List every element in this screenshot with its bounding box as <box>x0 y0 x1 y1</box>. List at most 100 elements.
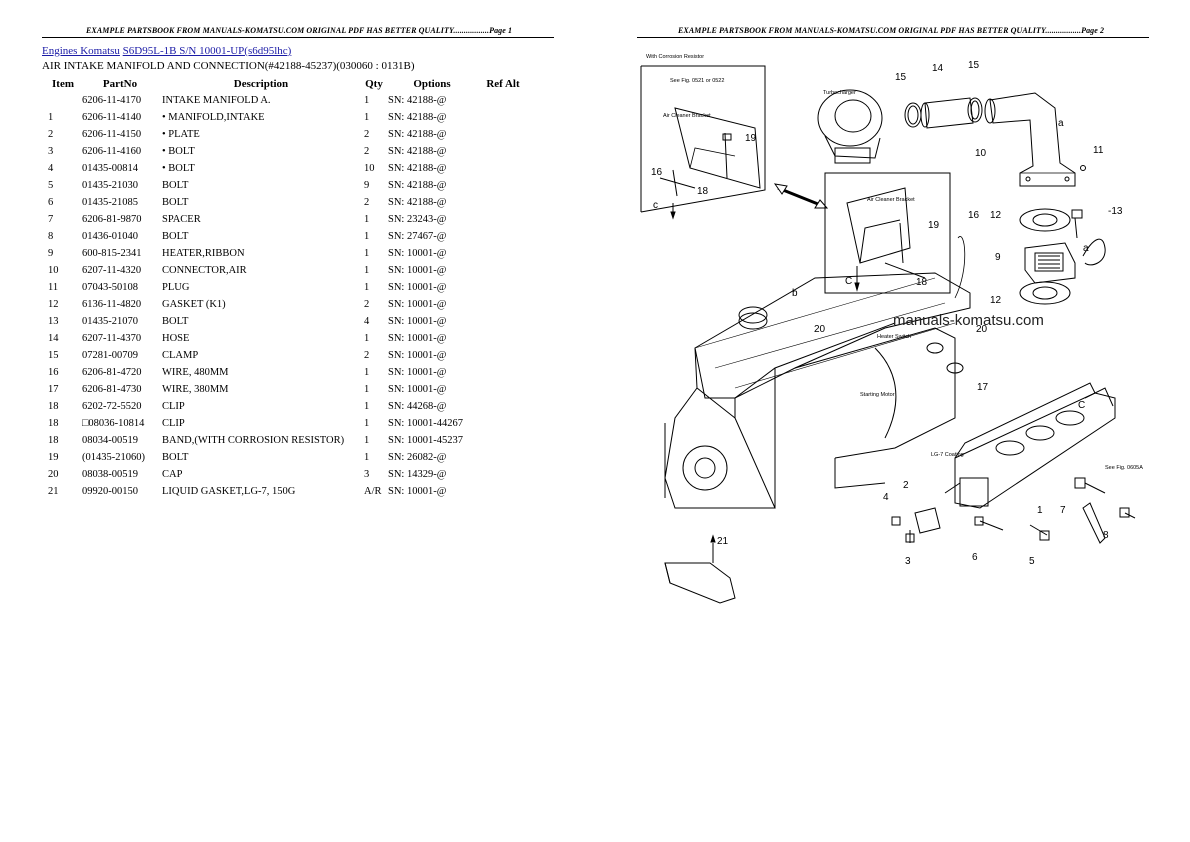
svg-text:C: C <box>845 276 852 287</box>
cell-partno: 6136-11-4820 <box>82 299 142 310</box>
col-qty: Qty <box>365 78 383 90</box>
diagram-annotations: With Corrosion Resistor See Fig. 0521 or… <box>646 54 1143 471</box>
cell-partno: 6206-11-4160 <box>82 146 142 157</box>
svg-text:See Fig. 0521 or 0522: See Fig. 0521 or 0522 <box>670 78 724 84</box>
cell-options: SN: 44268-@ <box>388 401 447 412</box>
cell-item: 4 <box>48 163 54 174</box>
cell-options: SN: 14329-@ <box>388 469 447 480</box>
cell-description: CLAMP <box>162 350 199 361</box>
cell-partno: 600-815-2341 <box>82 248 142 259</box>
cell-item: 1 <box>48 112 54 123</box>
svg-text:1: 1 <box>1037 505 1043 516</box>
cell-item: 7 <box>48 214 54 225</box>
cell-item: 2 <box>48 129 54 140</box>
breadcrumb-link-engines[interactable]: Engines Komatsu <box>42 45 120 57</box>
svg-text:20: 20 <box>976 324 988 335</box>
cell-ref-alt <box>478 466 528 483</box>
svg-text:15: 15 <box>895 72 907 83</box>
cell-ref-alt <box>478 245 528 262</box>
parts-page-2: EXAMPLE PARTSBOOK FROM MANUALS-KOMATSU.C… <box>595 0 1190 842</box>
cell-item <box>42 92 80 109</box>
watermark-text: manuals-komatsu.com <box>893 312 1044 329</box>
cell-description: WIRE, 480MM <box>162 367 229 378</box>
table-header-row: Item PartNo Description Qty Options Ref … <box>42 76 528 92</box>
cell-ref-alt <box>478 160 528 177</box>
cell-item: 11 <box>48 282 59 293</box>
cell-ref-alt <box>478 432 528 449</box>
svg-text:6: 6 <box>972 552 978 563</box>
cell-qty: 1 <box>364 282 370 293</box>
cell-qty: 2 <box>364 299 370 310</box>
cell-description: SPACER <box>162 214 201 225</box>
svg-text:C: C <box>1078 400 1085 411</box>
cell-options: SN: 42188-@ <box>388 180 447 191</box>
cell-description: • MANIFOLD,INTAKE <box>162 112 265 123</box>
cell-qty: 1 <box>364 435 370 446</box>
svg-text:18: 18 <box>697 186 709 197</box>
cell-qty: 10 <box>364 163 375 174</box>
cell-qty: 1 <box>364 95 370 106</box>
svg-text:17: 17 <box>977 382 989 393</box>
cell-ref-alt <box>478 415 528 432</box>
engine-block <box>664 272 971 509</box>
cell-item: 5 <box>48 180 54 191</box>
cell-partno: 01436-01040 <box>82 231 138 242</box>
cell-options: SN: 23243-@ <box>388 214 447 225</box>
cell-options: SN: 42188-@ <box>388 197 447 208</box>
cell-ref-alt <box>478 126 528 143</box>
cell-options: SN: 26082-@ <box>388 452 447 463</box>
breadcrumb-link-model[interactable]: S6D95L-1B S/N 10001-UP(s6d95lhc) <box>122 45 292 57</box>
cell-item: 18 <box>48 401 59 412</box>
cell-partno: 01435-00814 <box>82 163 138 174</box>
cell-description: CLIP <box>162 401 185 412</box>
cell-item: 18 <box>48 418 59 429</box>
cell-ref-alt <box>478 483 528 500</box>
svg-text:Heater Switch: Heater Switch <box>877 334 911 340</box>
cell-description: BOLT <box>162 452 189 463</box>
cell-options: SN: 10001-@ <box>388 384 447 395</box>
cell-description: CAP <box>162 469 183 480</box>
cell-description: CLIP <box>162 418 185 429</box>
svg-text:19: 19 <box>928 220 940 231</box>
cell-options: SN: 42188-@ <box>388 129 447 140</box>
cell-item: 18 <box>48 435 59 446</box>
cell-description: WIRE, 380MM <box>162 384 229 395</box>
cell-item: 6 <box>48 197 54 208</box>
svg-text:Starting Motor: Starting Motor <box>860 392 895 398</box>
svg-text:12: 12 <box>990 210 1002 221</box>
cell-options: SN: 10001-@ <box>388 248 447 259</box>
cell-partno: 01435-21030 <box>82 180 138 191</box>
cell-partno: 6206-81-4730 <box>82 384 142 395</box>
cell-item: 3 <box>48 146 54 157</box>
exploded-parts-diagram: 15 14 15 a 11 10 12 -13 9 a 12 16 19 18 … <box>640 54 1143 604</box>
cell-ref-alt <box>478 92 528 109</box>
cell-ref-alt <box>478 347 528 364</box>
cell-partno: 08034-00519 <box>82 435 138 446</box>
cell-qty: 1 <box>364 384 370 395</box>
cell-item: 10 <box>48 265 59 276</box>
cell-qty: 1 <box>364 367 370 378</box>
svg-text:10: 10 <box>975 148 987 159</box>
svg-text:11: 11 <box>1093 145 1104 156</box>
svg-text:5: 5 <box>1029 556 1035 567</box>
cell-ref-alt <box>478 143 528 160</box>
cell-options: SN: 42188-@ <box>388 112 447 123</box>
cell-ref-alt <box>478 364 528 381</box>
cell-partno: 07043-50108 <box>82 282 138 293</box>
header-rule <box>42 37 554 38</box>
svg-text:b: b <box>792 288 798 299</box>
cell-ref-alt <box>478 313 528 330</box>
inset-air-cleaner-bracket <box>824 172 951 294</box>
svg-text:3: 3 <box>905 556 911 567</box>
cell-partno: 6202-72-5520 <box>82 401 142 412</box>
